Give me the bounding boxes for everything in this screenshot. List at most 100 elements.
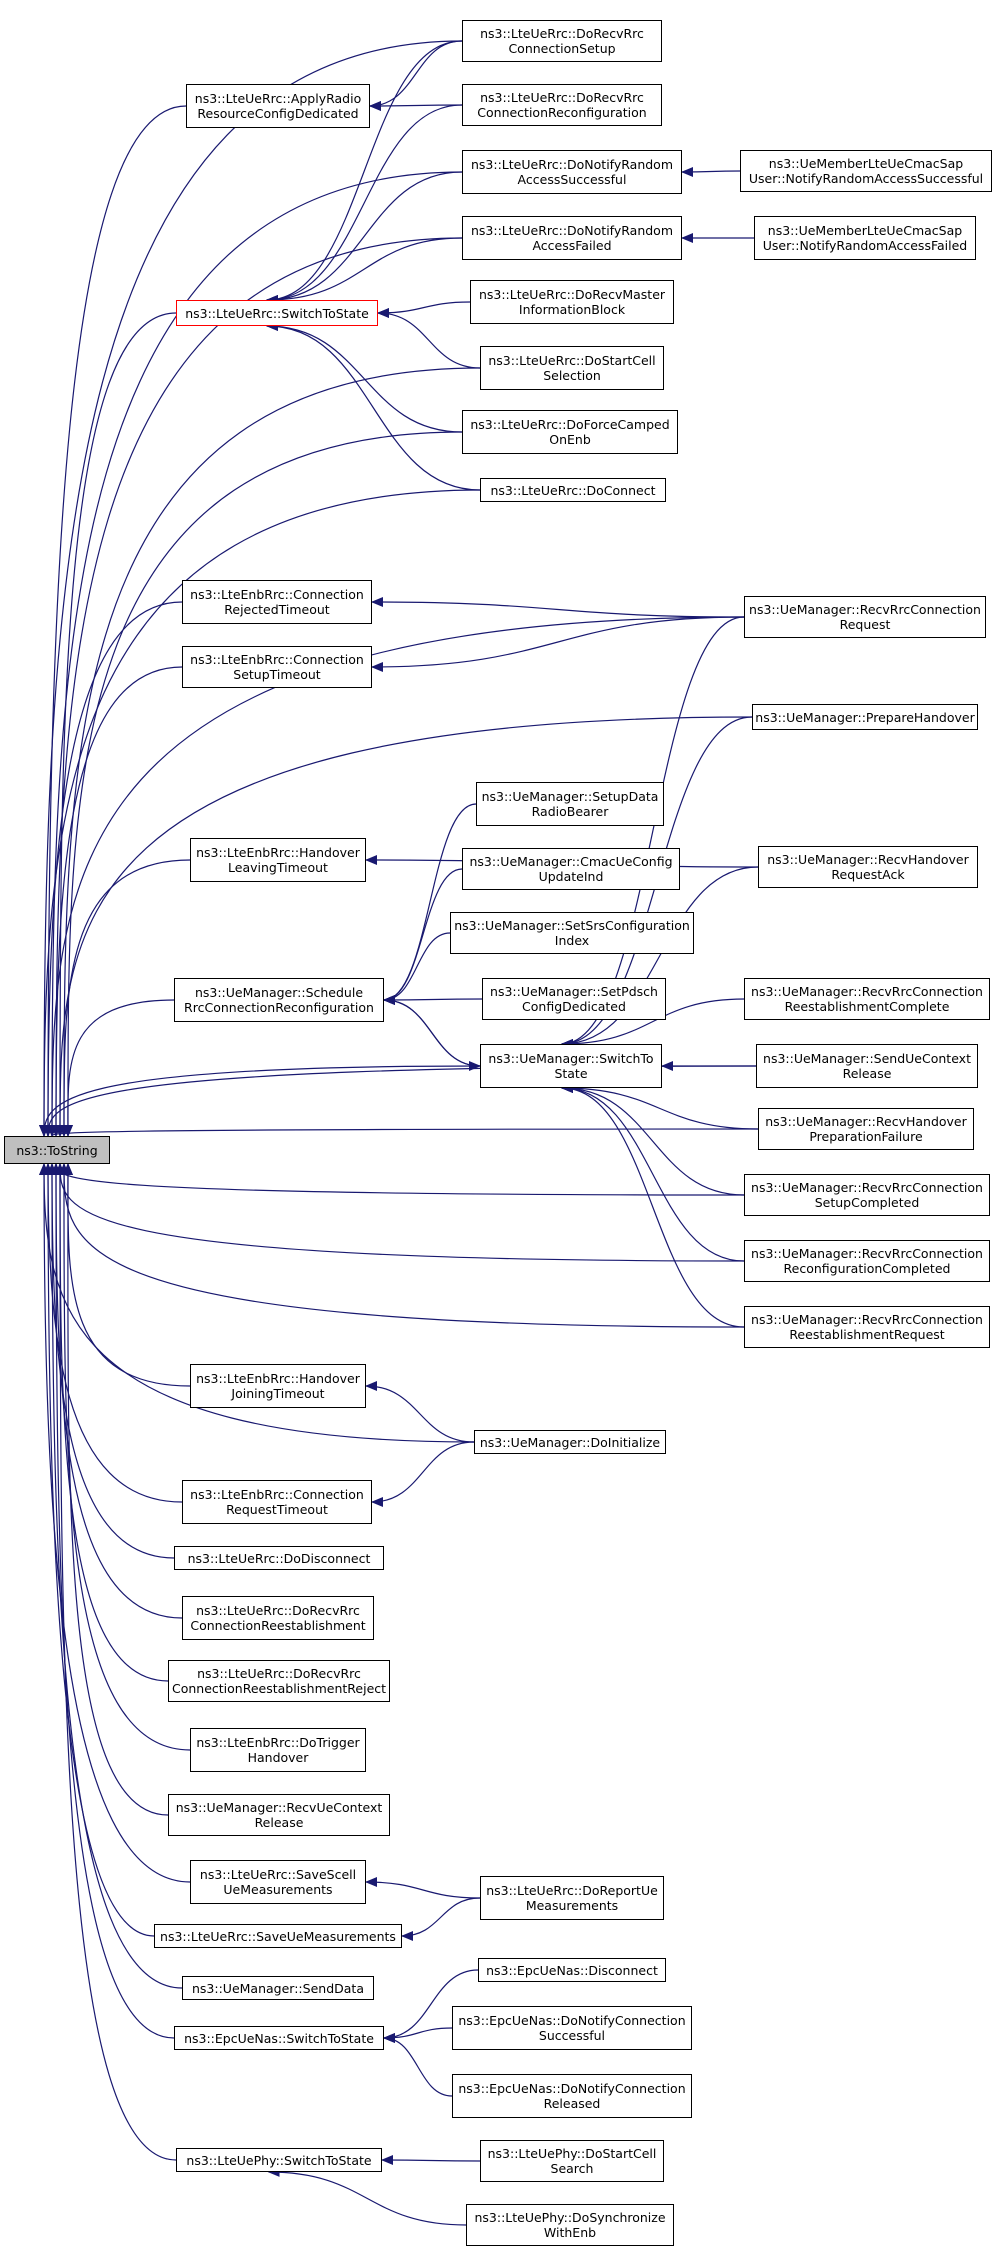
node-handover-joining[interactable]: ns3::LteEnbRrc::Handover JoiningTimeout: [190, 1364, 366, 1408]
node-dorecvrrc-reconf[interactable]: ns3::LteUeRrc::DoRecvRrc ConnectionRecon…: [462, 84, 662, 126]
node-recvhandover-prepfail[interactable]: ns3::UeManager::RecvHandover Preparation…: [758, 1108, 974, 1150]
node-label: ns3::UeManager::DoInitialize: [479, 1434, 661, 1450]
node-saveuemeas[interactable]: ns3::LteUeRrc::SaveUeMeasurements: [154, 1924, 402, 1948]
node-dorecvrrc-reestreject[interactable]: ns3::LteUeRrc::DoRecvRrc ConnectionReest…: [168, 1660, 390, 1702]
node-epcnas-disconnect[interactable]: ns3::EpcUeNas::Disconnect: [478, 1958, 666, 1982]
edge-conn-rejected-timeout-to-tostring: [43, 601, 183, 1137]
node-doreportue[interactable]: ns3::LteUeRrc::DoReportUe Measurements: [480, 1876, 664, 1920]
node-label: ns3::UeManager::RecvRrcConnection SetupC…: [751, 1180, 983, 1210]
node-senduecontext[interactable]: ns3::UeManager::SendUeContext Release: [756, 1044, 978, 1088]
edge-senddata-to-tostring: [47, 1163, 183, 1989]
node-label: ns3::LteEnbRrc::Connection SetupTimeout: [190, 652, 364, 682]
edge-handover-leaving-to-tostring: [58, 859, 191, 1137]
node-label: ns3::EpcUeNas::SwitchToState: [184, 2030, 374, 2046]
node-uerrc-switchtostate[interactable]: ns3::LteUeRrc::SwitchToState: [176, 300, 378, 326]
node-label: ns3::LteUeRrc::DoRecvMaster InformationB…: [478, 287, 666, 317]
edge-doinitialize-to-handover-joining: [365, 1381, 475, 1443]
node-recvuecontext[interactable]: ns3::UeManager::RecvUeContext Release: [168, 1794, 390, 1836]
edge-donotify-ra-success-to-uerrc-switchtostate: [265, 171, 463, 305]
node-conn-rejected-timeout[interactable]: ns3::LteEnbRrc::Connection RejectedTimeo…: [182, 580, 372, 624]
node-donotify-ra-failed[interactable]: ns3::LteUeRrc::DoNotifyRandom AccessFail…: [462, 216, 682, 260]
node-dostartcell[interactable]: ns3::LteUeRrc::DoStartCell Selection: [480, 346, 664, 390]
node-setupdata[interactable]: ns3::UeManager::SetupData RadioBearer: [476, 782, 664, 826]
edge-uemgr-switchtostate-to-tostring: [39, 1065, 481, 1137]
edge-doconnect-to-uerrc-switchtostate: [265, 321, 481, 491]
edge-setpdsch-to-schedule-reconf: [383, 994, 483, 1005]
edge-uerrc-switchtostate-to-tostring: [55, 312, 177, 1137]
node-dodisconnect[interactable]: ns3::LteUeRrc::DoDisconnect: [174, 1546, 384, 1570]
edge-conn-setup-timeout-to-tostring: [51, 666, 183, 1137]
node-label: ns3::LteEnbRrc::Connection RejectedTimeo…: [190, 587, 364, 617]
node-applyradio[interactable]: ns3::LteUeRrc::ApplyRadio ResourceConfig…: [186, 84, 370, 128]
node-senddata[interactable]: ns3::UeManager::SendData: [182, 1976, 374, 2000]
node-epcnas-switchtostate[interactable]: ns3::EpcUeNas::SwitchToState: [174, 2026, 384, 2050]
node-conn-setup-timeout[interactable]: ns3::LteEnbRrc::Connection SetupTimeout: [182, 646, 372, 688]
node-label: ns3::LteEnbRrc::Handover JoiningTimeout: [196, 1371, 360, 1401]
node-dotrigger-handover[interactable]: ns3::LteEnbRrc::DoTrigger Handover: [190, 1728, 366, 1772]
node-doinitialize[interactable]: ns3::UeManager::DoInitialize: [474, 1430, 666, 1454]
edge-recvrrc-request-to-conn-rejected-timeout: [371, 597, 745, 618]
edge-epcnas-switchtostate-to-tostring: [51, 1163, 175, 2039]
node-epcnas-notify-success[interactable]: ns3::EpcUeNas::DoNotifyConnection Succes…: [452, 2006, 692, 2050]
node-label: ns3::LteUeRrc::DoForceCamped OnEnb: [470, 417, 670, 447]
node-recvrrc-reestrequest[interactable]: ns3::UeManager::RecvRrcConnection Reesta…: [744, 1306, 990, 1348]
node-dorecvrrc-setup[interactable]: ns3::LteUeRrc::DoRecvRrc ConnectionSetup: [462, 20, 662, 62]
node-schedule-reconf[interactable]: ns3::UeManager::Schedule RrcConnectionRe…: [174, 978, 384, 1022]
edge-uephy-dosync-to-uephy-switchtostate: [267, 2167, 467, 2226]
node-label: ns3::LteEnbRrc::DoTrigger Handover: [196, 1735, 360, 1765]
edge-dorecvrrc-setup-to-uerrc-switchtostate: [265, 40, 463, 305]
node-donotify-ra-success[interactable]: ns3::LteUeRrc::DoNotifyRandom AccessSucc…: [462, 150, 682, 194]
edge-handover-joining-to-tostring: [62, 1163, 191, 1387]
node-uephy-dostartcell[interactable]: ns3::LteUePhy::DoStartCell Search: [480, 2140, 664, 2182]
node-label: ns3::UeManager::RecvRrcConnection Reconf…: [751, 1246, 983, 1276]
node-uephy-dosync[interactable]: ns3::LteUePhy::DoSynchronize WithEnb: [466, 2204, 674, 2246]
edge-recvrrc-reconfcompleted-to-tostring: [55, 1163, 745, 1262]
node-label: ns3::LteUeRrc::DoRecvRrc ConnectionReest…: [190, 1603, 366, 1633]
node-epcnas-notify-released[interactable]: ns3::EpcUeNas::DoNotifyConnection Releas…: [452, 2074, 692, 2118]
node-label: ns3::LteEnbRrc::Handover LeavingTimeout: [196, 845, 360, 875]
edge-doinitialize-to-tostring: [39, 1163, 475, 1443]
node-cmacsap-failed[interactable]: ns3::UeMemberLteUeCmacSap User::NotifyRa…: [754, 216, 976, 260]
node-setsrs[interactable]: ns3::UeManager::SetSrsConfiguration Inde…: [450, 912, 694, 954]
edge-recvrrc-setupcompleted-to-tostring: [51, 1163, 745, 1196]
node-label: ns3::LteUeRrc::SaveUeMeasurements: [160, 1928, 396, 1944]
edge-dostartcell-to-tostring: [58, 367, 481, 1137]
node-cmacsap-success[interactable]: ns3::UeMemberLteUeCmacSap User::NotifyRa…: [740, 150, 992, 192]
node-label: ns3::UeManager::SendData: [192, 1980, 364, 1996]
node-dorecvrrc-reest[interactable]: ns3::LteUeRrc::DoRecvRrc ConnectionReest…: [182, 1596, 374, 1640]
edge-recvuecontext-to-tostring: [62, 1163, 169, 1816]
node-doforcecamped[interactable]: ns3::LteUeRrc::DoForceCamped OnEnb: [462, 410, 678, 454]
edge-doinitialize-to-conn-request-timeout: [371, 1441, 475, 1507]
node-conn-request-timeout[interactable]: ns3::LteEnbRrc::Connection RequestTimeou…: [182, 1480, 372, 1524]
edge-conn-request-timeout-to-tostring: [43, 1163, 183, 1503]
node-label: ns3::UeManager::PrepareHandover: [755, 709, 975, 725]
edge-schedule-reconf-to-tostring: [62, 999, 175, 1137]
node-savescell[interactable]: ns3::LteUeRrc::SaveScell UeMeasurements: [190, 1860, 366, 1904]
node-recvrrc-reest-complete[interactable]: ns3::UeManager::RecvRrcConnection Reesta…: [744, 978, 990, 1020]
node-cmacueconfig[interactable]: ns3::UeManager::CmacUeConfig UpdateInd: [462, 848, 680, 890]
node-tostring: ns3::ToString: [4, 1136, 110, 1164]
node-uemgr-switchtostate[interactable]: ns3::UeManager::SwitchTo State: [480, 1044, 662, 1088]
node-dorecvmaster[interactable]: ns3::LteUeRrc::DoRecvMaster InformationB…: [470, 280, 674, 324]
node-label: ns3::LteUeRrc::SaveScell UeMeasurements: [199, 1867, 357, 1897]
node-setpdsch[interactable]: ns3::UeManager::SetPdsch ConfigDedicated: [482, 978, 666, 1020]
node-recvrrc-setupcompleted[interactable]: ns3::UeManager::RecvRrcConnection SetupC…: [744, 1174, 990, 1216]
node-uephy-switchtostate[interactable]: ns3::LteUePhy::SwitchToState: [176, 2148, 382, 2172]
edge-dorecvmaster-to-uerrc-switchtostate: [377, 301, 471, 318]
node-label: ns3::LteUeRrc::DoNotifyRandom AccessFail…: [470, 223, 674, 253]
node-label: ns3::LteUeRrc::DoConnect: [490, 482, 656, 498]
node-handover-leaving[interactable]: ns3::LteEnbRrc::Handover LeavingTimeout: [190, 838, 366, 882]
edge-recvrrc-setupcompleted-to-uemgr-switchtostate: [560, 1083, 745, 1196]
edge-recvrrc-reest-complete-to-uemgr-switchtostate: [560, 998, 745, 1049]
node-recvrrc-request[interactable]: ns3::UeManager::RecvRrcConnection Reques…: [744, 596, 986, 638]
node-label: ns3::UeManager::RecvUeContext Release: [175, 1800, 383, 1830]
node-label: ns3::UeMemberLteUeCmacSap User::NotifyRa…: [748, 156, 984, 186]
node-preparehandover[interactable]: ns3::UeManager::PrepareHandover: [752, 704, 978, 730]
node-recvhandover-ack[interactable]: ns3::UeManager::RecvHandover RequestAck: [758, 846, 978, 888]
node-label: ns3::LteUeRrc::DoDisconnect: [187, 1550, 371, 1566]
node-label: ns3::UeManager::RecvRrcConnection Reesta…: [751, 1312, 983, 1342]
node-recvrrc-reconfcompleted[interactable]: ns3::UeManager::RecvRrcConnection Reconf…: [744, 1240, 990, 1282]
edge-donotify-ra-failed-to-tostring: [51, 237, 463, 1137]
node-doconnect[interactable]: ns3::LteUeRrc::DoConnect: [480, 478, 666, 502]
